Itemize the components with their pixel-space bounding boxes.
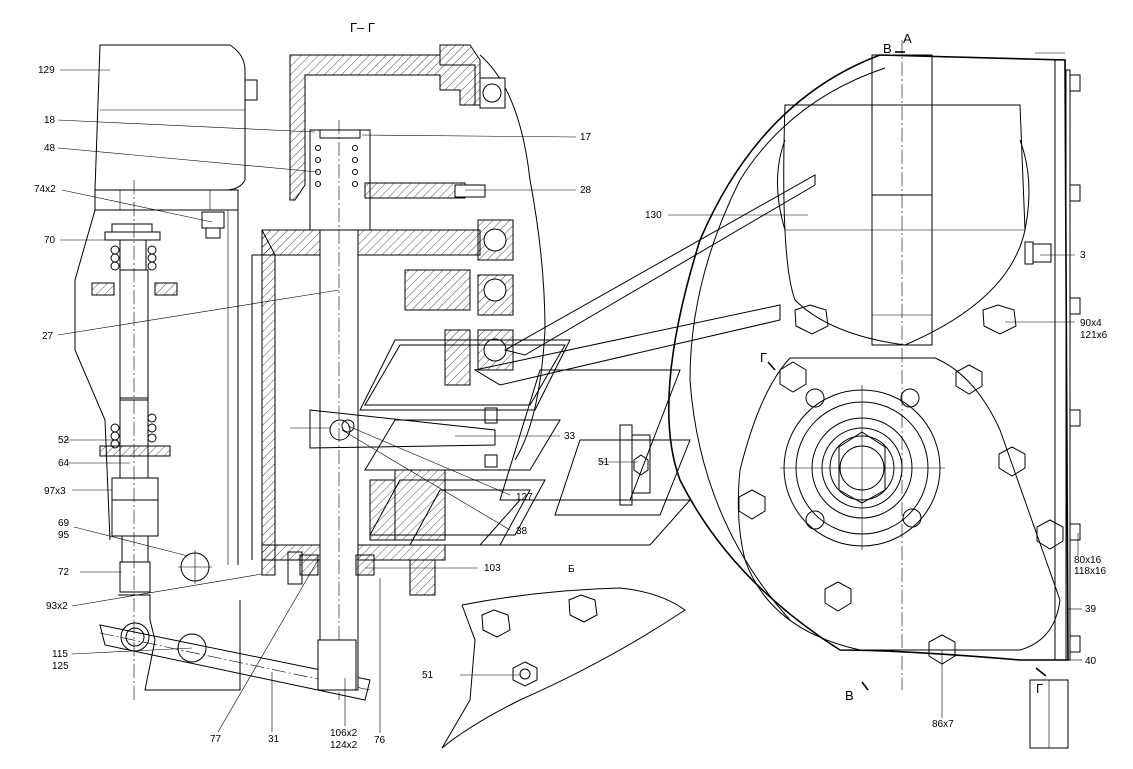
callout-106x2: 106x2 xyxy=(330,728,358,739)
callout-80x16: 80x16 xyxy=(1074,555,1102,566)
section-label-a: А xyxy=(903,31,912,46)
callout-130: 130 xyxy=(645,210,662,221)
callout-52: 52 xyxy=(58,435,70,446)
callout-40: 40 xyxy=(1085,656,1097,667)
callout-124x2: 124x2 xyxy=(330,740,358,751)
callout-77: 77 xyxy=(210,734,222,745)
callout-51-view-b: 51 xyxy=(422,670,434,681)
callout-95: 95 xyxy=(58,530,70,541)
callout-86x7: 86x7 xyxy=(932,719,954,730)
callout-129: 129 xyxy=(38,65,55,76)
spring-48-coils xyxy=(315,145,358,187)
callout-76: 76 xyxy=(374,735,386,746)
callout-115: 115 xyxy=(52,649,68,660)
lower-spring-coils xyxy=(110,413,157,449)
callout-69: 69 xyxy=(58,518,70,529)
callout-27: 27 xyxy=(42,331,54,342)
callout-31: 31 xyxy=(268,734,280,745)
callout-90x4: 90x4 xyxy=(1080,318,1102,329)
callout-18: 18 xyxy=(44,115,56,126)
callout-33: 33 xyxy=(564,431,576,442)
middle-section-view xyxy=(251,44,546,700)
right-view xyxy=(619,40,1081,749)
callout-118x16: 118x16 xyxy=(1074,566,1107,577)
section-label-g-bottom: Г xyxy=(1036,681,1044,696)
section-label-b-bottom: В xyxy=(845,688,854,703)
callout-127: 127 xyxy=(516,492,533,503)
callout-93x2: 93x2 xyxy=(46,601,68,612)
callout-125: 125 xyxy=(52,661,69,672)
callout-17: 17 xyxy=(580,132,592,143)
section-label-g-mid: Г xyxy=(760,350,768,365)
leader-lines xyxy=(57,69,1082,733)
callout-103: 103 xyxy=(484,563,501,574)
callout-48: 48 xyxy=(44,143,56,154)
callout-121x6: 121x6 xyxy=(1080,330,1108,341)
section-label-b-top: В xyxy=(883,41,892,56)
callout-38: 38 xyxy=(516,526,528,537)
view-b xyxy=(441,587,686,749)
callout-51-bracket: 51 xyxy=(598,457,610,468)
callout-74x2: 74x2 xyxy=(34,184,56,195)
callout-72: 72 xyxy=(58,567,70,578)
callout-97x3: 97x3 xyxy=(44,486,66,497)
belt-guide-shapes xyxy=(359,174,816,546)
section-label-g-g: Г– Г xyxy=(350,20,375,35)
callout-64: 64 xyxy=(58,458,70,469)
left-view xyxy=(74,44,371,701)
callout-3: 3 xyxy=(1080,250,1086,261)
callout-39: 39 xyxy=(1085,604,1097,615)
callout-70: 70 xyxy=(44,235,56,246)
upper-spring-coils xyxy=(110,245,157,271)
view-label-b: Б xyxy=(568,564,575,575)
callout-28: 28 xyxy=(580,185,592,196)
